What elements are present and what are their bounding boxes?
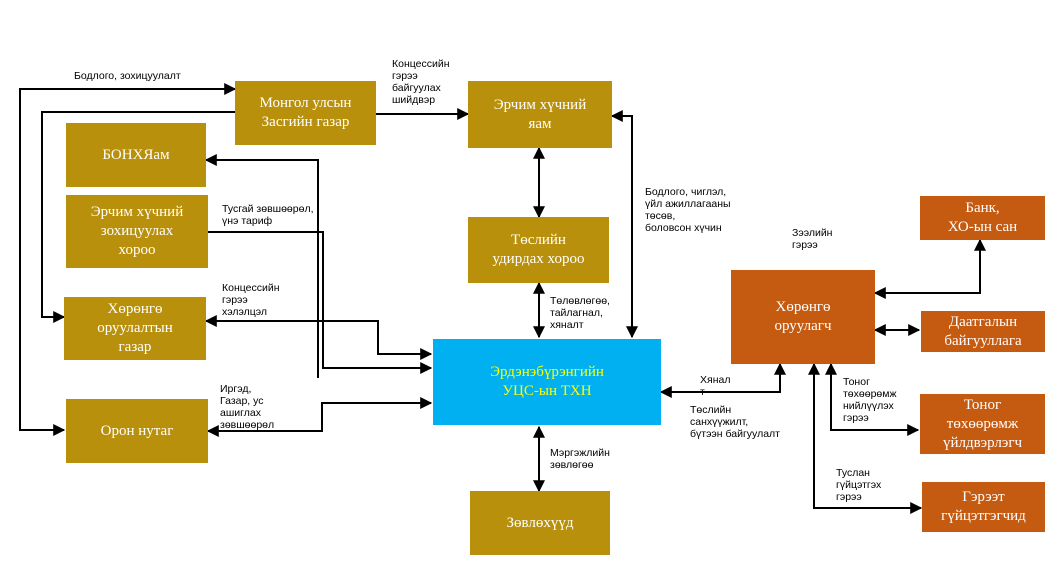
label-citizens-permits: Иргэд, Газар, ус ашиглах зөвшөөрөл [220,383,275,431]
label-policy-direction: Бодлого, чиглэл, үйл ажиллагааны төсөв, … [645,186,731,234]
box-contractors: Гэрээт гүйцэтгэгчид [922,482,1045,532]
box-erdeneburen-center: Эрдэнэбүрэнгийн УЦС-ын ТХН [433,339,661,425]
arrow-investor-bank [873,238,986,299]
arrow-ministry-center [610,110,638,339]
arrow-local-center [206,397,433,437]
arrow-gov-to-investment-agency [41,111,235,323]
box-equipment-maker: Тоног төхөөрөмж үйлдвэрлэгч [920,394,1045,454]
arrow-investor-contractor [808,362,923,514]
box-energy-ministry: Эрчим хүчний яам [468,81,612,148]
label-special-permit: Тусгай зөвшөөрөл, үнэ тариф [222,203,314,227]
label-policy-regulation: Бодлого, зохицуулалт [74,70,181,82]
box-consultants: Зөвлөхүүд [470,491,610,555]
label-planning-reporting: Төлөвлөгөө, тайлагнал, хяналт [550,295,610,331]
box-mongol-government: Монгол улсын Засгийн газар [235,81,376,145]
label-professional-advice: Мэргэжлийн зөвлөгөө [550,447,610,471]
box-insurance: Даатгалын байгууллага [921,311,1045,352]
label-support-contract: Туслан гүйцэтгэх гэрээ [836,467,882,503]
label-concession-decision: Концессийн гэрээ байгуулах шийдвэр [392,58,450,106]
box-bank-fund: Банк, ХО-ын сан [920,196,1045,240]
box-bonhyam: БОНХЯам [66,123,206,187]
arrow-center-to-bonhyam [204,154,319,378]
arrow-center-investor [659,362,786,398]
box-local-government: Орон нутаг [66,399,208,463]
label-concession-talks: Концессийн гэрээ хэлэлцэл [222,282,280,318]
box-investor: Хөрөнгө оруулагч [731,270,875,364]
box-project-committee: Төслийн удирдах хороо [468,217,609,283]
box-energy-regulator: Эрчим хүчний зохицуулах хороо [66,195,208,268]
box-investment-agency: Хөрөнгө оруулалтын газар [64,297,206,360]
arrow-gov-to-left-rails [19,83,237,436]
label-control: Хянал т [700,374,731,398]
label-project-finance: Төслийн санхүүжилт, бүтээн байгуулалт [690,404,780,440]
arrow-regulator-to-center [208,231,433,374]
label-equipment-contract: Тоног төхөөрөмж нийлүүлэх гэрээ [843,376,897,424]
arrow-investment-agency-center [204,315,433,360]
label-loan-agreement: Зээлийн гэрээ [792,227,833,251]
